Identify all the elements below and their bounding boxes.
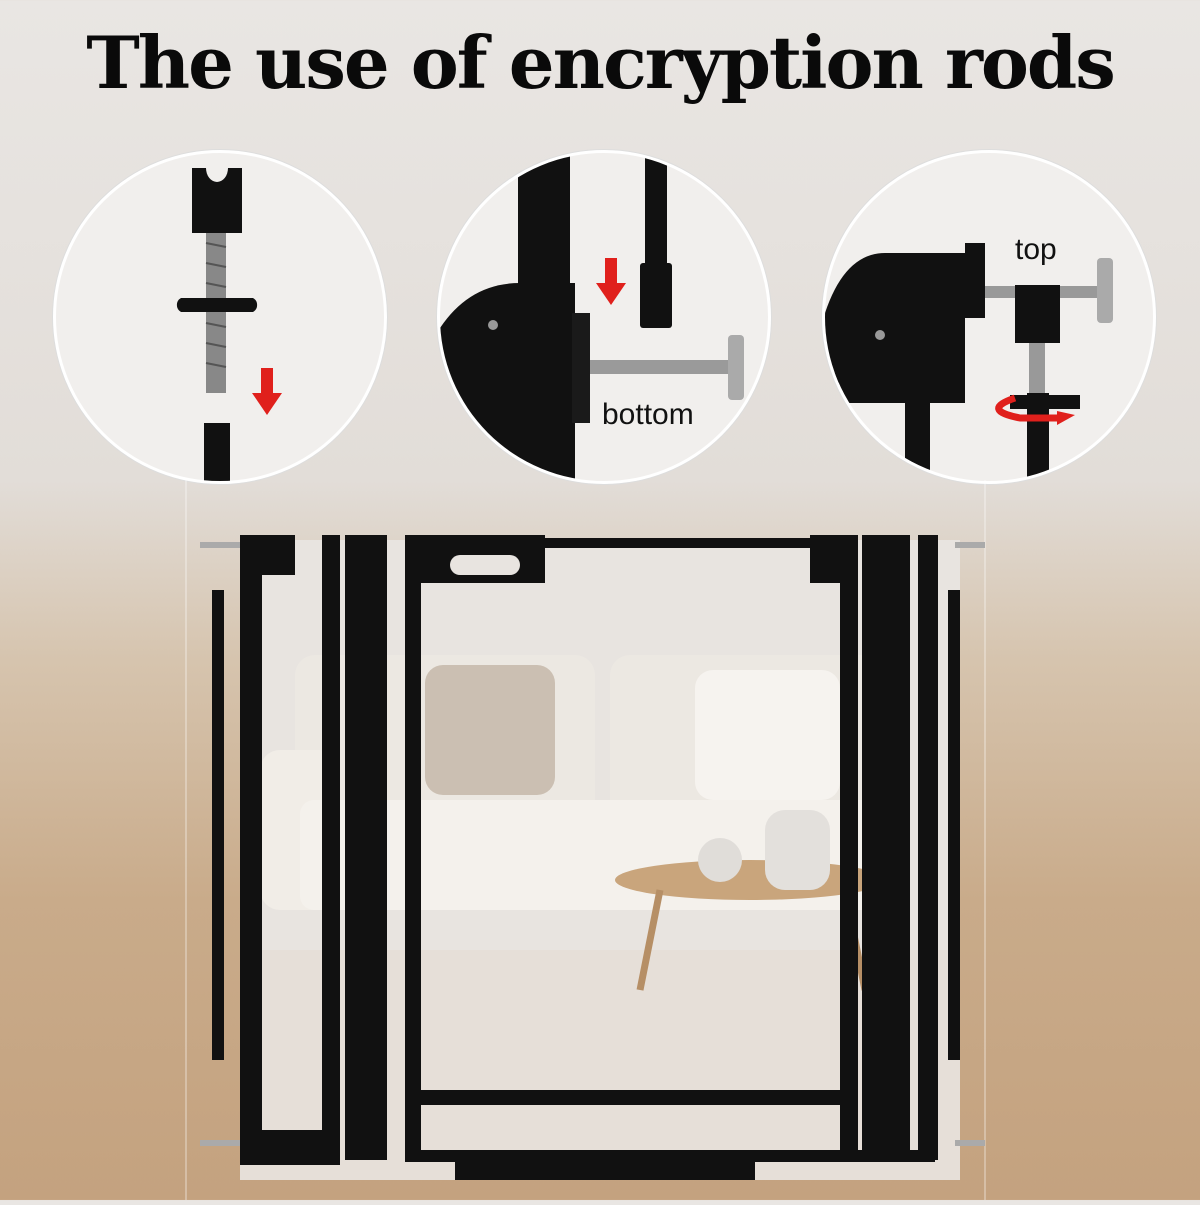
detail-circle-top: top (822, 150, 1156, 484)
gate-handle (450, 555, 520, 575)
detail-circle-bottom: bottom (437, 150, 771, 484)
top-label: top (1015, 233, 1057, 266)
page-title: The use of encryption rods (86, 20, 1116, 105)
safety-gate (212, 535, 960, 1180)
down-arrow-icon (596, 258, 626, 305)
bottom-label: bottom (602, 398, 694, 431)
detail-circle-rod-insert (53, 150, 387, 484)
down-arrow-icon (252, 368, 282, 415)
gate-scene (0, 480, 1200, 1200)
rotate-arrow-icon (1057, 411, 1075, 425)
